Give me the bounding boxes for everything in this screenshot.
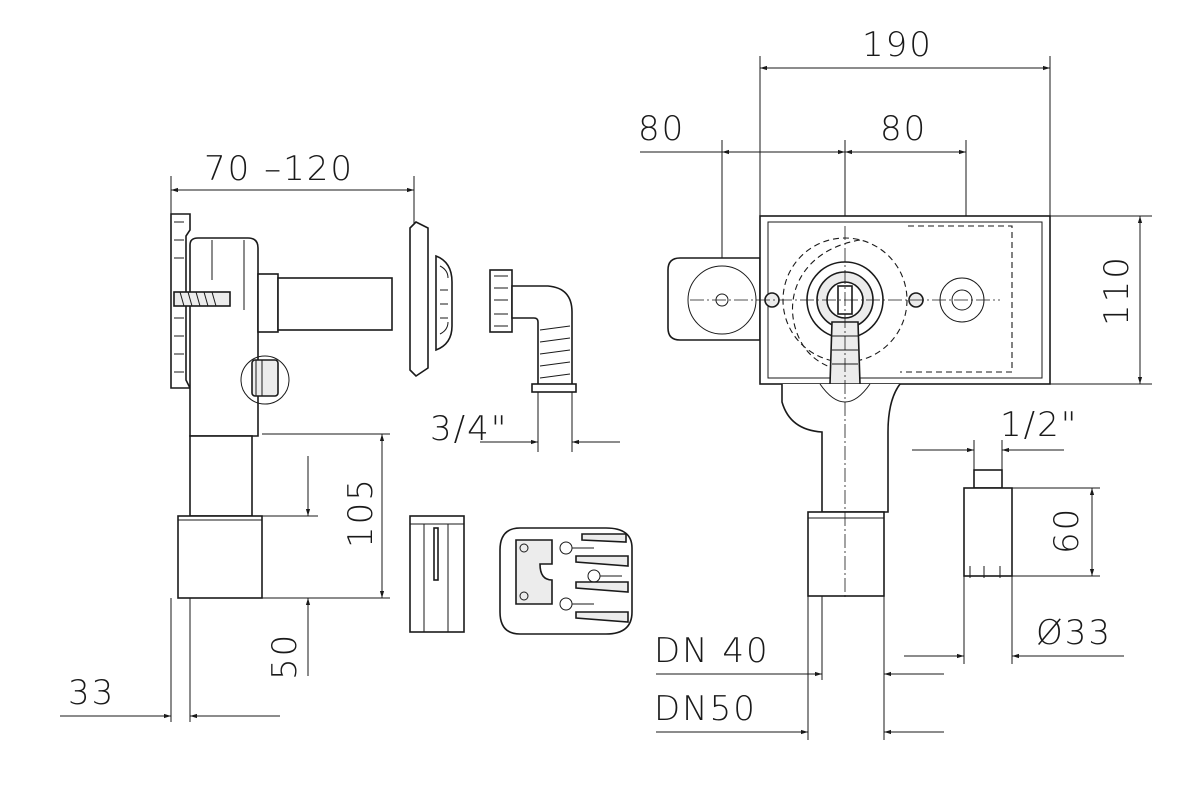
- dim-valve-height: 60: [1047, 507, 1087, 554]
- dim-outlet-diameter-left: 33: [68, 673, 115, 713]
- dim-box-height: 110: [1097, 255, 1137, 326]
- dim-outlet-length: 50: [265, 633, 305, 680]
- dim-right-offset: 80: [880, 109, 927, 149]
- fixing-kit: [499, 527, 633, 635]
- dim-dn50: DN50: [654, 689, 757, 729]
- dim-drain-drop: 105: [341, 477, 381, 548]
- cover-rosette: [409, 221, 453, 378]
- pipe-sleeve: [409, 515, 465, 633]
- dim-overall-width: 190: [862, 25, 933, 65]
- dim-valve-thread: 1/2": [1000, 405, 1078, 445]
- dim-depth-range: 70 –120: [204, 149, 354, 189]
- dimension-lines: [60, 56, 1152, 740]
- side-view-siphon: [170, 213, 393, 599]
- elbow-connector: [489, 269, 577, 393]
- dim-dn40: DN 40: [654, 631, 770, 671]
- dim-valve-diameter: Ø33: [1036, 613, 1112, 653]
- dim-hose-thread: 3/4": [430, 409, 508, 449]
- dim-left-offset: 80: [638, 109, 685, 149]
- valve-plug: [963, 469, 1013, 578]
